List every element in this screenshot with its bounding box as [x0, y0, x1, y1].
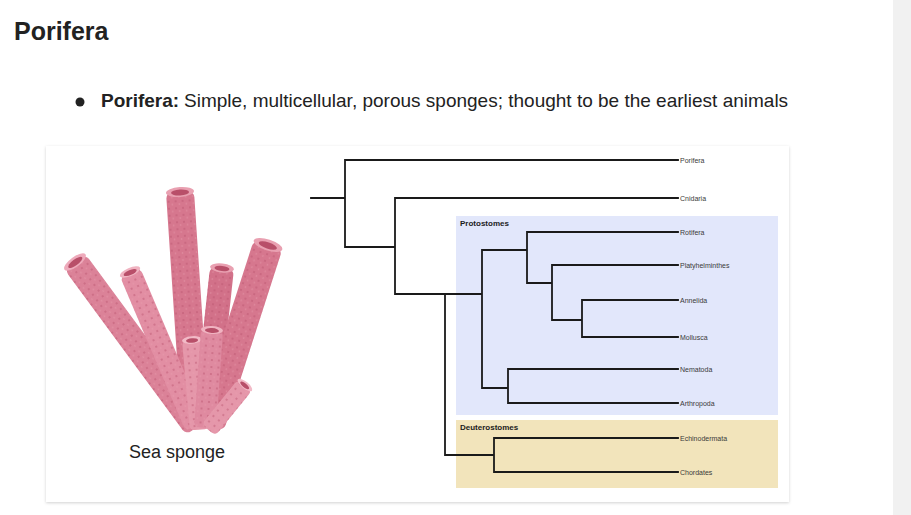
clade-heading: Deuterostomes — [460, 423, 518, 432]
clade-band: Protostomes — [456, 216, 778, 415]
clade-band: Deuterostomes — [456, 420, 778, 488]
definition-text: Simple, multicellular, porous sponges; t… — [184, 90, 788, 112]
taxon-label: Annelida — [680, 297, 707, 304]
term-label: Porifera: — [101, 90, 179, 112]
taxon-label: Platyhelminthes — [680, 262, 729, 269]
taxon-label: Cnidaria — [680, 195, 706, 202]
bullet-dot — [76, 98, 85, 107]
taxon-label: Arthropoda — [680, 400, 715, 407]
clade-heading: Protostomes — [460, 219, 509, 228]
taxon-label: Chordates — [680, 469, 712, 476]
taxon-label: Nematoda — [680, 366, 712, 373]
taxon-label: Porifera — [680, 157, 705, 164]
image-caption: Sea sponge — [129, 442, 225, 463]
taxon-label: Echinodermata — [680, 435, 727, 442]
side-strip — [893, 0, 911, 515]
figure-panel — [46, 146, 789, 502]
sea-sponge-illustration — [62, 186, 284, 436]
slide-title: Porifera — [14, 17, 108, 46]
tree-branches — [311, 160, 678, 472]
taxon-label: Mollusca — [680, 334, 708, 341]
taxon-label: Rotifera — [680, 229, 705, 236]
